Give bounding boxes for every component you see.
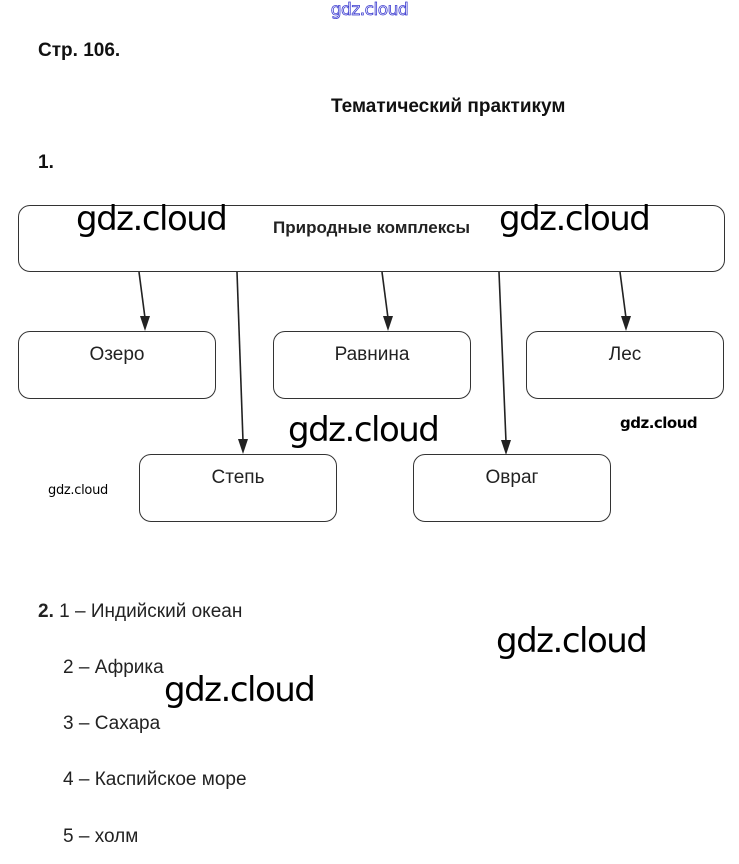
child-box-plain: Равнина [273,331,471,399]
watermark-diagram-left: gdz.cloud [76,199,228,239]
watermark-answers-right: gdz.cloud [496,621,648,661]
root-box: Природные комплексы [18,205,725,272]
child-label-forest: Лес [608,344,642,365]
watermark-small-right: gdz.cloud [620,414,698,432]
root-label: Природные комплексы [273,218,470,237]
arrow-to-steppe [236,271,244,442]
section-title: Тематический практикум [331,96,566,117]
watermark-diagram-right: gdz.cloud [499,199,651,239]
child-box-lake: Озеро [18,331,216,399]
answer-1: 1 – Индийский океан [59,601,243,622]
child-box-forest: Лес [526,331,724,399]
child-label-lake: Озеро [89,344,145,365]
arrow-to-ravine [498,271,507,443]
answer-line-1: 2. 1 – Индийский океан [38,601,242,623]
answer-5: 5 – холм [63,826,139,847]
child-label-steppe: Степь [211,467,265,488]
arrowhead-lake [140,316,150,331]
answer-2: 2 – Африка [63,657,164,678]
watermark-diagram-center: gdz.cloud [288,410,440,450]
arrowhead-plain [383,316,393,331]
task-2-number: 2. [38,601,54,622]
arrowhead-steppe [238,439,248,454]
watermark-answers-left: gdz.cloud [164,670,316,710]
child-label-ravine: Овраг [485,467,539,488]
arrowhead-forest [621,316,631,331]
watermark-small-left: gdz.cloud [48,483,108,498]
child-box-ravine: Овраг [413,454,611,522]
child-box-steppe: Степь [139,454,337,522]
page-number: Стр. 106. [38,40,121,61]
watermark-top: gdz.cloud [330,0,409,20]
arrow-to-plain [381,271,389,319]
answer-3: 3 – Сахара [63,713,161,734]
arrow-to-forest [619,271,627,319]
task-1-number: 1. [38,152,54,173]
arrow-to-lake [138,271,146,319]
answer-4: 4 – Каспийское море [63,769,247,790]
arrowhead-ravine [501,440,511,455]
child-label-plain: Равнина [334,344,410,365]
